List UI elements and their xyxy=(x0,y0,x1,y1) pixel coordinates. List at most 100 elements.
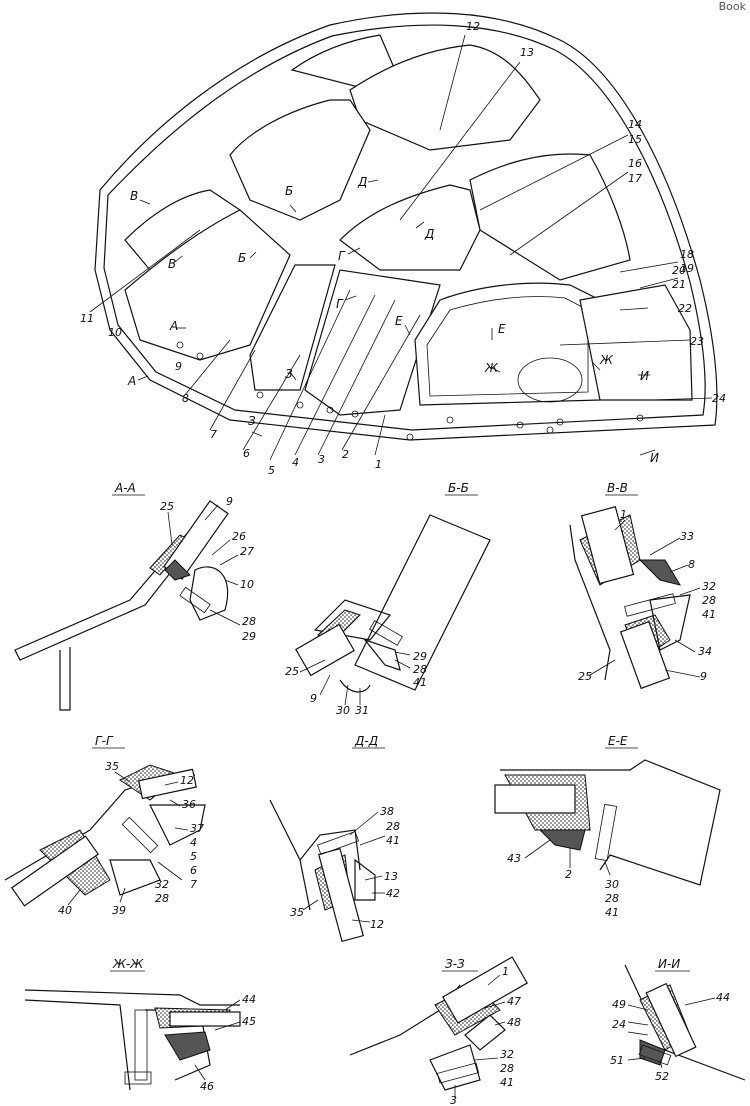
mark-g-2: Г xyxy=(336,297,344,311)
main-label-2: 2 xyxy=(342,448,349,461)
dd-label-42: 42 xyxy=(386,887,400,900)
mark-b-2: Б xyxy=(238,251,246,265)
bb-label-41: 41 xyxy=(413,676,427,689)
main-label-20-vis: 20 xyxy=(672,264,686,277)
main-view: 1 2 3 4 5 6 7 8 9 10 11 12 13 14 15 16 1… xyxy=(80,12,726,477)
aa-label-9: 9 xyxy=(226,495,233,508)
main-label-24: 24 xyxy=(712,392,726,405)
mark-a-1: А xyxy=(169,319,178,333)
aa-label-29: 29 xyxy=(242,630,256,643)
vv-label-34: 34 xyxy=(698,645,712,658)
mark-z-1: З xyxy=(285,367,293,381)
gg-label-39: 39 xyxy=(112,904,126,917)
bb-label-31: 31 xyxy=(355,704,369,717)
mark-v-2: В xyxy=(168,257,176,271)
main-label-1: 1 xyxy=(375,458,382,471)
section-ii: И-И 49 24 44 51 52 xyxy=(610,957,746,1083)
vv-label-32: 32 xyxy=(702,580,716,593)
aa-label-25: 25 xyxy=(160,500,174,513)
zz-label-48: 48 xyxy=(507,1016,521,1029)
section-dd-title: Д-Д xyxy=(354,734,378,748)
ii-label-49: 49 xyxy=(612,998,626,1011)
main-label-11: 11 xyxy=(80,312,94,325)
gg-label-5: 5 xyxy=(190,850,197,863)
zz-label-28: 28 xyxy=(500,1062,514,1075)
vv-label-8: 8 xyxy=(688,558,695,571)
zz-label-1: 1 xyxy=(502,965,509,978)
zz-label-32: 32 xyxy=(500,1048,514,1061)
section-zz-title: З-З xyxy=(445,957,465,971)
section-bb-title: Б-Б xyxy=(448,481,469,495)
dd-label-28: 28 xyxy=(386,820,400,833)
section-aa-title: А-А xyxy=(114,481,136,495)
zhzh-label-45: 45 xyxy=(242,1015,256,1028)
main-label-13: 13 xyxy=(520,46,534,59)
gg-label-36: 36 xyxy=(182,798,196,811)
mark-i-2: И xyxy=(650,451,659,465)
gg-label-4: 4 xyxy=(190,836,197,849)
main-label-18: 18 xyxy=(680,248,694,261)
section-gg-title: Г-Г xyxy=(95,734,114,748)
gg-label-28: 28 xyxy=(155,892,169,905)
section-ee: Е-Е 43 2 30 28 41 xyxy=(494,734,721,919)
section-gg: Г-Г 35 12 36 37 4 5 6 7 32 28 39 40 xyxy=(4,734,206,917)
mark-g-1: Г xyxy=(338,249,346,263)
gg-label-12: 12 xyxy=(180,774,194,787)
ee-label-43: 43 xyxy=(507,852,521,865)
section-vv: В-В 1 33 8 32 28 41 34 25 9 xyxy=(569,481,716,690)
corner-text: Book xyxy=(718,0,746,13)
section-zz: З-З 1 47 48 32 28 41 3 xyxy=(349,956,528,1106)
dd-label-12: 12 xyxy=(370,918,384,931)
main-label-10: 10 xyxy=(108,326,122,339)
mark-zh-2: Ж xyxy=(599,353,614,367)
mark-z-2: З xyxy=(248,414,256,428)
section-bb: Б-Б 25 9 30 31 29 28 41 xyxy=(285,481,491,717)
dd-label-41: 41 xyxy=(386,834,400,847)
ii-label-44: 44 xyxy=(716,991,730,1004)
bb-label-29: 29 xyxy=(413,650,427,663)
ii-label-24: 24 xyxy=(612,1018,626,1031)
main-label-12: 12 xyxy=(466,20,480,33)
mark-a-2: А xyxy=(127,374,136,388)
mark-d-2: Д xyxy=(424,227,434,241)
section-dd: Д-Д 38 28 41 13 42 35 12 xyxy=(269,734,400,943)
gg-label-40: 40 xyxy=(58,904,72,917)
zhzh-label-46: 46 xyxy=(200,1080,214,1093)
aa-label-26: 26 xyxy=(232,530,246,543)
bb-label-25: 25 xyxy=(285,665,299,678)
mark-d-1: Д xyxy=(357,175,367,189)
main-label-19: 19 xyxy=(680,262,694,275)
vv-label-28: 28 xyxy=(702,594,716,607)
aa-label-10: 10 xyxy=(240,578,254,591)
main-label-21: 21 xyxy=(672,278,686,291)
main-label-3: 3 xyxy=(318,453,325,466)
bb-label-9: 9 xyxy=(310,692,317,705)
mark-i-1: И xyxy=(640,369,649,383)
vv-label-41: 41 xyxy=(702,608,716,621)
vv-label-25: 25 xyxy=(578,670,592,683)
main-label-23: 23 xyxy=(690,335,704,348)
mark-e-1: Е xyxy=(395,314,403,328)
zz-label-41: 41 xyxy=(500,1076,514,1089)
main-label-7: 7 xyxy=(210,428,217,441)
main-label-17: 17 xyxy=(628,172,642,185)
vv-label-1: 1 xyxy=(620,508,627,521)
mark-v-1: В xyxy=(130,189,138,203)
main-label-9: 9 xyxy=(175,360,182,373)
zhzh-label-44: 44 xyxy=(242,993,256,1006)
ii-label-51: 51 xyxy=(610,1054,624,1067)
mark-b-1: Б xyxy=(285,184,293,198)
aa-label-27: 27 xyxy=(240,545,254,558)
ee-label-2: 2 xyxy=(565,868,572,881)
ee-label-30: 30 xyxy=(605,878,619,891)
section-ee-title: Е-Е xyxy=(608,734,628,748)
gg-label-6: 6 xyxy=(190,864,197,877)
section-zhzh: Ж-Ж 44 45 46 xyxy=(24,957,256,1093)
ee-label-41: 41 xyxy=(605,906,619,919)
section-zhzh-title: Ж-Ж xyxy=(112,957,144,971)
gg-label-35: 35 xyxy=(105,760,119,773)
section-aa: А-А 25 9 26 27 10 28 29 xyxy=(14,481,256,711)
gg-label-7: 7 xyxy=(190,878,197,891)
gg-label-37: 37 xyxy=(190,822,204,835)
main-label-8: 8 xyxy=(182,392,189,405)
